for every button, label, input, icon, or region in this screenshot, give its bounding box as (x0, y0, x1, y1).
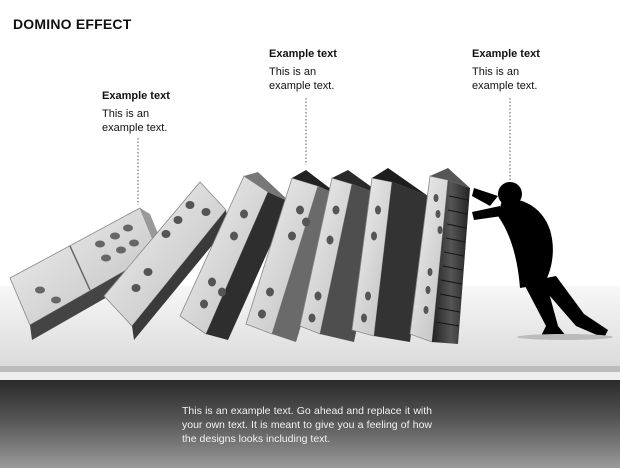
callout-body: This is an example text. (102, 108, 168, 134)
callout-heading: Example text (269, 48, 337, 60)
callout-body: This is an example text. (472, 66, 538, 92)
callout-right: Example text This is an example text. (472, 47, 592, 93)
callout-body: This is an example text. (269, 66, 335, 92)
callout-left: Example text This is an example text. (102, 89, 222, 135)
figure-shadow (517, 334, 613, 340)
domino-icon (179, 172, 290, 340)
footer-text: This is an example text. Go ahead and re… (182, 405, 432, 445)
person-pushing-icon (472, 182, 608, 338)
callout-heading: Example text (102, 90, 170, 102)
footer-band (0, 380, 620, 468)
domino-icon (103, 181, 228, 340)
domino-icon (409, 168, 470, 344)
slide-title: DOMINO EFFECT (13, 16, 132, 32)
floor-lip (0, 372, 620, 380)
callout-heading: Example text (472, 48, 540, 60)
floor-edge (0, 366, 620, 372)
callout-middle: Example text This is an example text. (269, 47, 389, 93)
